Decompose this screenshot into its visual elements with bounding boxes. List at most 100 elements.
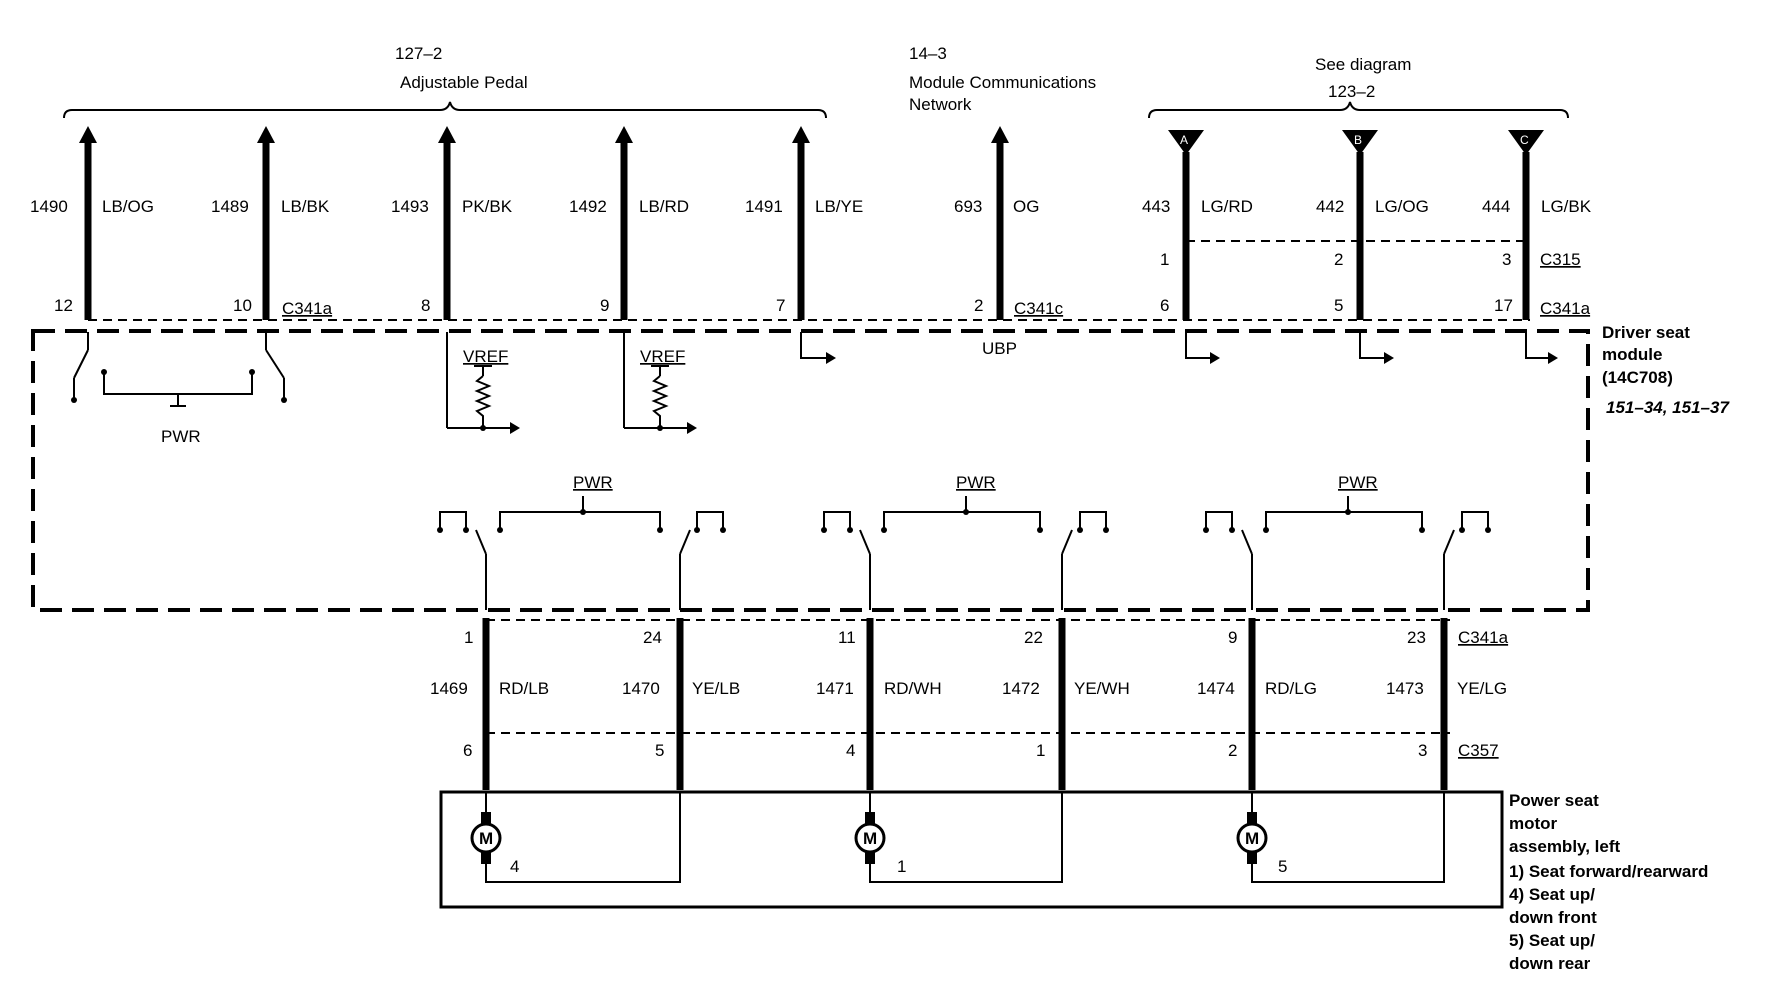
pin-bottom: 3 — [1418, 741, 1427, 760]
motor-number: 1 — [897, 857, 906, 876]
motor-wire-1472: 22 1472 YE/WH 1 — [1002, 618, 1130, 790]
ground-arrow-444 — [1525, 332, 1558, 364]
ground-arrow-443 — [1185, 332, 1220, 364]
wire-circuit: 1472 — [1002, 679, 1040, 698]
wire-letter: B — [1354, 133, 1362, 147]
driver-module-line2: module — [1602, 345, 1662, 364]
pin-top: 9 — [1228, 628, 1237, 647]
wire-color: LG/BK — [1541, 197, 1592, 216]
vref-label-2: VREF — [640, 347, 685, 366]
wire-circuit: 1491 — [745, 197, 783, 216]
pedal-brace — [63, 101, 827, 119]
motor-1: M 4 — [470, 792, 681, 883]
wire-circuit: 444 — [1482, 197, 1510, 216]
pin-bottom: 5 — [655, 741, 664, 760]
right-wire-442: B 442 LG/OG 2 5 — [1316, 130, 1429, 320]
pin-bottom: 2 — [1228, 741, 1237, 760]
wire-circuit: 1471 — [816, 679, 854, 698]
pin-c315: 2 — [1334, 250, 1343, 269]
relay-switch-group-1: PWR — [437, 473, 726, 610]
driver-module-line3: (14C708) — [1602, 368, 1673, 387]
pin-top: 22 — [1024, 628, 1043, 647]
relay-pwr-label-2: PWR — [956, 473, 996, 492]
pin-c341a: 6 — [1160, 296, 1169, 315]
wire-pin: 10 — [233, 296, 252, 315]
pedal-label: Adjustable Pedal — [400, 73, 528, 92]
connector-c341a-right: C341a — [1540, 299, 1591, 318]
vref-resistor-1: VREF — [446, 332, 520, 434]
assembly-line-5: down front — [1509, 908, 1597, 927]
pedal-switch-left — [71, 332, 89, 403]
assembly-line-1: motor — [1509, 814, 1558, 833]
pedal-ref: 127–2 — [395, 44, 442, 63]
motor-number: 4 — [510, 857, 519, 876]
top-wire-693: 693 OG 2 — [954, 126, 1039, 320]
motor-symbol: M — [863, 829, 877, 848]
pedal-reference: 127–2 Adjustable Pedal — [63, 44, 827, 119]
pin-top: 23 — [1407, 628, 1426, 647]
motor-symbol: M — [479, 829, 493, 848]
wire-color: OG — [1013, 197, 1039, 216]
wire-color: RD/LG — [1265, 679, 1317, 698]
wire-pin: 7 — [776, 296, 785, 315]
wire-pin: 12 — [54, 296, 73, 315]
driver-module-ref: 151–34, 151–37 — [1606, 398, 1730, 417]
connector-c341a-top: C341a — [282, 299, 333, 318]
pedal-pwr-label: PWR — [161, 427, 201, 446]
pin-top: 1 — [464, 628, 473, 647]
wire-circuit: 1490 — [30, 197, 68, 216]
right-wire-444: C 444 LG/BK 3 17 — [1482, 130, 1592, 320]
wire-color: LB/RD — [639, 197, 689, 216]
relay-pwr-label-3: PWR — [1338, 473, 1378, 492]
wire-circuit: 443 — [1142, 197, 1170, 216]
wire-color: YE/WH — [1074, 679, 1130, 698]
motor-wire-1473: 23 1473 YE/LG 3 — [1386, 618, 1507, 790]
pin-bottom: 4 — [846, 741, 855, 760]
assembly-line-2: assembly, left — [1509, 837, 1621, 856]
right-wire-443: A 443 LG/RD 1 6 — [1142, 130, 1253, 320]
connector-c357: C357 — [1458, 741, 1499, 760]
motor-wire-1470: 24 1470 YE/LB 5 — [622, 618, 740, 790]
assembly-line-0: Power seat — [1509, 791, 1599, 810]
top-wire-1489: 1489 LB/BK 10 — [211, 126, 330, 320]
driver-module-label: Driver seat module (14C708) 151–34, 151–… — [1602, 323, 1730, 417]
see-diagram-brace — [1148, 101, 1569, 119]
motor-symbol: M — [1245, 829, 1259, 848]
top-wire-1492: 1492 LB/RD 9 — [569, 126, 689, 320]
top-wire-1490: 1490 LB/OG 12 — [30, 126, 154, 320]
vref-label-1: VREF — [463, 347, 508, 366]
wire-circuit: 1492 — [569, 197, 607, 216]
assembly-line-3: 1) Seat forward/rearward — [1509, 862, 1708, 881]
assembly-line-4: 4) Seat up/ — [1509, 885, 1595, 904]
wire-pin: 2 — [974, 296, 983, 315]
motor-2: M 1 — [854, 792, 1063, 883]
pin-top: 11 — [838, 628, 856, 647]
motor-wire-1474: 9 1474 RD/LG 2 — [1197, 618, 1317, 790]
network-line2: Network — [909, 95, 972, 114]
pin-bottom: 6 — [463, 741, 472, 760]
pin-c341a: 5 — [1334, 296, 1343, 315]
pin-c315: 3 — [1502, 250, 1511, 269]
pin-c341a: 17 — [1494, 296, 1513, 315]
top-wire-1493: 1493 PK/BK 8 — [391, 126, 513, 320]
wire-color: LB/BK — [281, 197, 330, 216]
wire-letter: A — [1180, 133, 1188, 147]
network-line1: Module Communications — [909, 73, 1096, 92]
wire-circuit: 1489 — [211, 197, 249, 216]
wire-pin: 8 — [421, 296, 430, 315]
see-diagram-reference: See diagram 123–2 — [1148, 55, 1569, 119]
pin-top: 24 — [643, 628, 662, 647]
top-wire-1491: 1491 LB/YE 7 — [745, 126, 863, 320]
wire-circuit: 693 — [954, 197, 982, 216]
wire-pin: 9 — [600, 296, 609, 315]
driver-module-line1: Driver seat — [1602, 323, 1690, 342]
wire-circuit: 1469 — [430, 679, 468, 698]
relay-switch-group-2: PWR — [821, 473, 1109, 610]
wire-color: YE/LB — [692, 679, 740, 698]
pin-bottom: 1 — [1036, 741, 1045, 760]
assembly-line-7: down rear — [1509, 954, 1591, 973]
ubp-label: UBP — [982, 339, 1017, 358]
motor-wire-1471: 11 1471 RD/WH 4 — [816, 618, 942, 790]
network-ref: 14–3 — [909, 44, 947, 63]
